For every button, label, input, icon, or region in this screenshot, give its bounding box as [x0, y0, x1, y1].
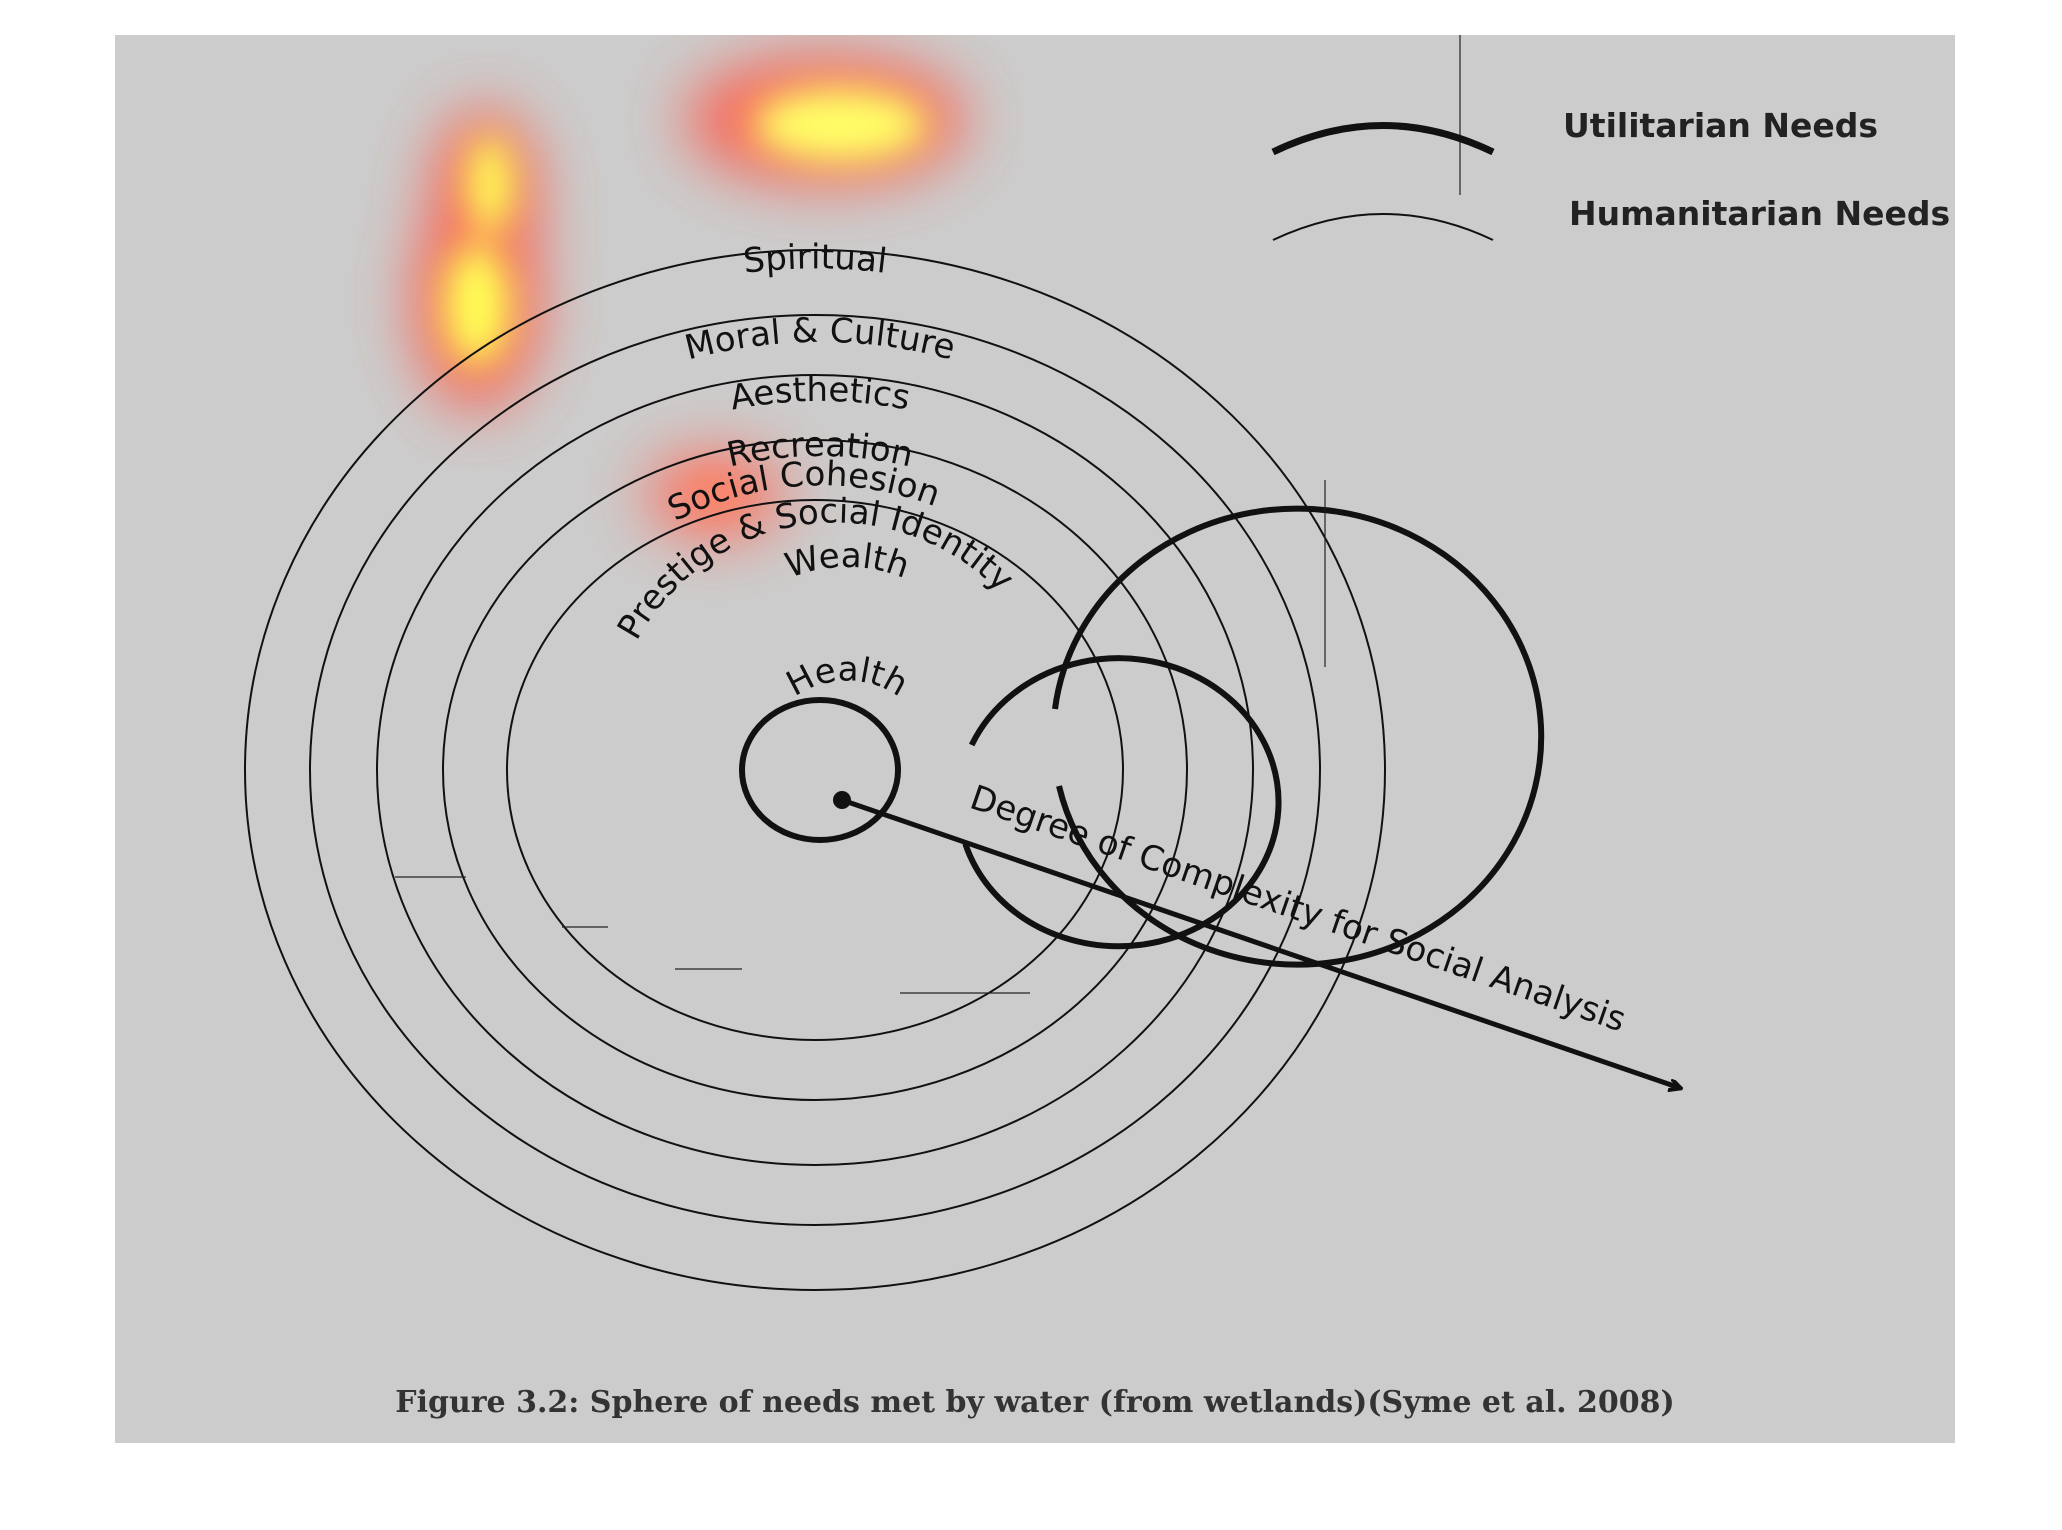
legend-utilitarian-swatch [1271, 122, 1495, 156]
figure-caption: Figure 3.2: Sphere of needs met by water… [395, 1385, 1675, 1420]
ring-moral-culture [309, 314, 1321, 1226]
legend-utilitarian-label: Utilitarian Needs [1563, 106, 1878, 145]
ring-health [739, 697, 901, 843]
ring-group [244, 249, 1545, 1291]
ring-label-moral-culture: Moral & Culture [681, 311, 959, 369]
legend: Utilitarian Needs Humanitarian Needs [1271, 106, 1950, 241]
line-artifacts [395, 35, 1461, 994]
ring-social-cohesion [506, 499, 1124, 1041]
ring-prestige-social-identity [1052, 505, 1545, 968]
heatmap-overlay [415, 58, 965, 537]
ring-label-health: Health [780, 649, 915, 704]
legend-humanitarian-swatch [1272, 213, 1494, 241]
sphere-of-needs-diagram: Health Wealth Prestige & Social Identity… [244, 35, 1950, 1291]
complexity-arrow: Degree of Complexity for Social Analysis [833, 778, 1680, 1088]
ring-wealth [962, 655, 1282, 950]
ring-label-wealth: Wealth [781, 536, 915, 587]
ring-aesthetics [376, 374, 1254, 1166]
ring-label-spiritual: Spiritual [741, 237, 889, 281]
arrow-line [841, 797, 1680, 1088]
ring-label-aesthetics: Aesthetics [727, 370, 913, 419]
ring-recreation [442, 439, 1188, 1101]
figure-panel: Health Wealth Prestige & Social Identity… [115, 35, 1955, 1443]
ring-spiritual [244, 249, 1386, 1291]
legend-humanitarian-label: Humanitarian Needs [1569, 194, 1950, 233]
arrow-label: Degree of Complexity for Social Analysis [965, 778, 1631, 1041]
